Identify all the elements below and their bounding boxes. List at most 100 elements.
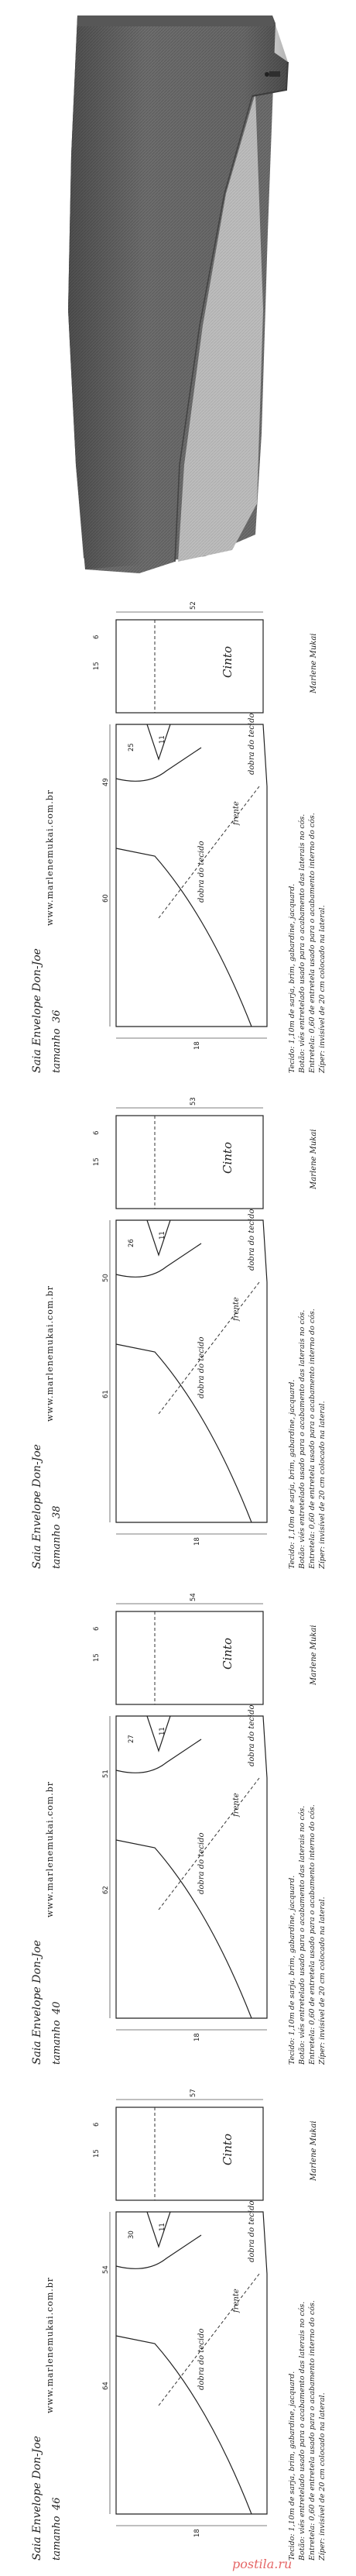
site-url: www.marlenemukai.com.br (45, 789, 55, 926)
wrap-curve (115, 848, 252, 1027)
signature: Marlene Mukai (310, 2120, 318, 2181)
note-line-3: Zíper: invisível de 20 cm colocado na la… (318, 905, 327, 1073)
pattern-drawing (109, 611, 268, 1039)
measure-hip: 54 (102, 2265, 110, 2274)
note-line-0: Tecido: 1,10m de sarja, brim, gabardine,… (288, 1379, 296, 1569)
grain-line (158, 2273, 260, 2406)
fold-label: dobra do tecido (248, 1209, 256, 1271)
signature: Marlene Mukai (310, 1625, 318, 1685)
pattern-title: Saia Envelope Don-Joe (31, 1444, 43, 1569)
measure-band: 6 (93, 635, 101, 639)
pattern-drawing (109, 2099, 268, 2526)
belt-piece (115, 2107, 264, 2201)
watermark: postila.ru (232, 2557, 293, 2571)
skirt-front-piece (115, 2211, 268, 2515)
wrap-curve (115, 2335, 252, 2515)
size-value: 38 (51, 1505, 63, 1518)
size-prefix: tamanho (51, 2516, 63, 2561)
pattern-drawing (109, 1603, 268, 2031)
belt-label: Cinto (221, 1142, 234, 1174)
size-value: 40 (51, 2001, 63, 2014)
size-prefix: tamanho (51, 1028, 63, 1073)
measure-belt: 15 (93, 2149, 101, 2158)
measure-waist: 27 (128, 1735, 135, 1743)
dart (146, 724, 171, 761)
fold-label-2: dobra do tecido (197, 841, 206, 903)
measure-hem: 18 (193, 2529, 201, 2537)
note-line-0: Tecido: 1,10m de sarja, brim, gabardine,… (288, 1875, 296, 2065)
measure-length: 60 (102, 894, 110, 903)
measure-top: 53 (190, 1097, 197, 1106)
measure-waist: 25 (128, 743, 135, 751)
measure-hem: 18 (193, 1537, 201, 1546)
measure-dart: 11 (159, 1231, 166, 1240)
fold-label: dobra do tecido (248, 713, 256, 775)
measure-hip: 50 (102, 1274, 110, 1282)
measure-belt: 15 (93, 1653, 101, 1662)
note-line-2: Entretela: 0,60 de entretela usado para … (308, 813, 317, 1073)
measure-dart: 11 (159, 2223, 166, 2231)
dart (146, 2211, 171, 2248)
site-url: www.marlenemukai.com.br (45, 1285, 55, 1422)
signature: Marlene Mukai (310, 1129, 318, 1189)
measure-length: 61 (102, 1390, 110, 1398)
measure-belt: 15 (93, 1157, 101, 1166)
fold-label-2: dobra do tecido (197, 2328, 206, 2390)
note-line-2: Entretela: 0,60 de entretela usado para … (308, 1804, 317, 2065)
front-label: frente (232, 1793, 241, 1817)
note-line-3: Zíper: invisível de 20 cm colocado na la… (318, 1897, 327, 2065)
grain-line (158, 786, 260, 919)
skirt-front-piece (115, 724, 268, 1027)
pattern-title: Saia Envelope Don-Joe (31, 1940, 43, 2065)
hip-curve (115, 747, 202, 782)
note-line-2: Entretela: 0,60 de entretela usado para … (308, 1309, 317, 1569)
size-value: 36 (51, 1009, 63, 1023)
fold-label-2: dobra do tecido (197, 1832, 206, 1894)
wrap-curve (115, 1839, 252, 2019)
note-line-1: Botão: viés entretelado usado para o aca… (298, 2301, 306, 2561)
wrap-curve (115, 1343, 252, 1523)
measure-top: 52 (190, 601, 197, 610)
note-line-1: Botão: viés entretelado usado para o aca… (298, 813, 306, 1073)
pattern-title: Saia Envelope Don-Joe (31, 948, 43, 1073)
belt-label: Cinto (221, 646, 234, 678)
measure-length: 64 (102, 2382, 110, 2390)
front-label: frente (232, 801, 241, 825)
grain-line (158, 1777, 260, 1911)
measure-waist: 30 (128, 2230, 135, 2239)
hip-curve (115, 1243, 202, 1278)
size-value: 46 (51, 2497, 63, 2510)
note-line-1: Botão: viés entretelado usado para o aca… (298, 1805, 306, 2065)
note-line-3: Zíper: invisível de 20 cm colocado na la… (318, 1401, 327, 1569)
measure-top: 54 (190, 1593, 197, 1601)
note-line-3: Zíper: invisível de 20 cm colocado na la… (318, 2392, 327, 2561)
belt-label: Cinto (221, 1638, 234, 1670)
grain-line (158, 1281, 260, 1415)
skirt-front-piece (115, 1715, 268, 2019)
belt-label: Cinto (221, 2134, 234, 2165)
front-label: frente (232, 1297, 241, 1321)
note-line-0: Tecido: 1,10m de sarja, brim, gabardine,… (288, 2371, 296, 2561)
measure-hem: 18 (193, 1041, 201, 1050)
measure-dart: 11 (159, 1727, 166, 1735)
measure-top: 57 (190, 2089, 197, 2097)
skirt-front-piece (115, 1219, 268, 1523)
fold-label: dobra do tecido (248, 1704, 256, 1766)
signature: Marlene Mukai (310, 633, 318, 693)
measure-belt: 15 (93, 662, 101, 670)
note-line-2: Entretela: 0,60 de entretela usado para … (308, 2300, 317, 2561)
measure-hip: 49 (102, 778, 110, 786)
measure-dart: 11 (159, 735, 166, 744)
measure-hip: 51 (102, 1769, 110, 1778)
fold-label-2: dobra do tecido (197, 1336, 206, 1398)
size-prefix: tamanho (51, 1524, 63, 1569)
site-url: www.marlenemukai.com.br (45, 1780, 55, 1917)
measure-waist: 26 (128, 1239, 135, 1247)
pattern-title: Saia Envelope Don-Joe (31, 2436, 43, 2561)
measure-band: 6 (93, 2122, 101, 2127)
hip-curve (115, 1739, 202, 1773)
